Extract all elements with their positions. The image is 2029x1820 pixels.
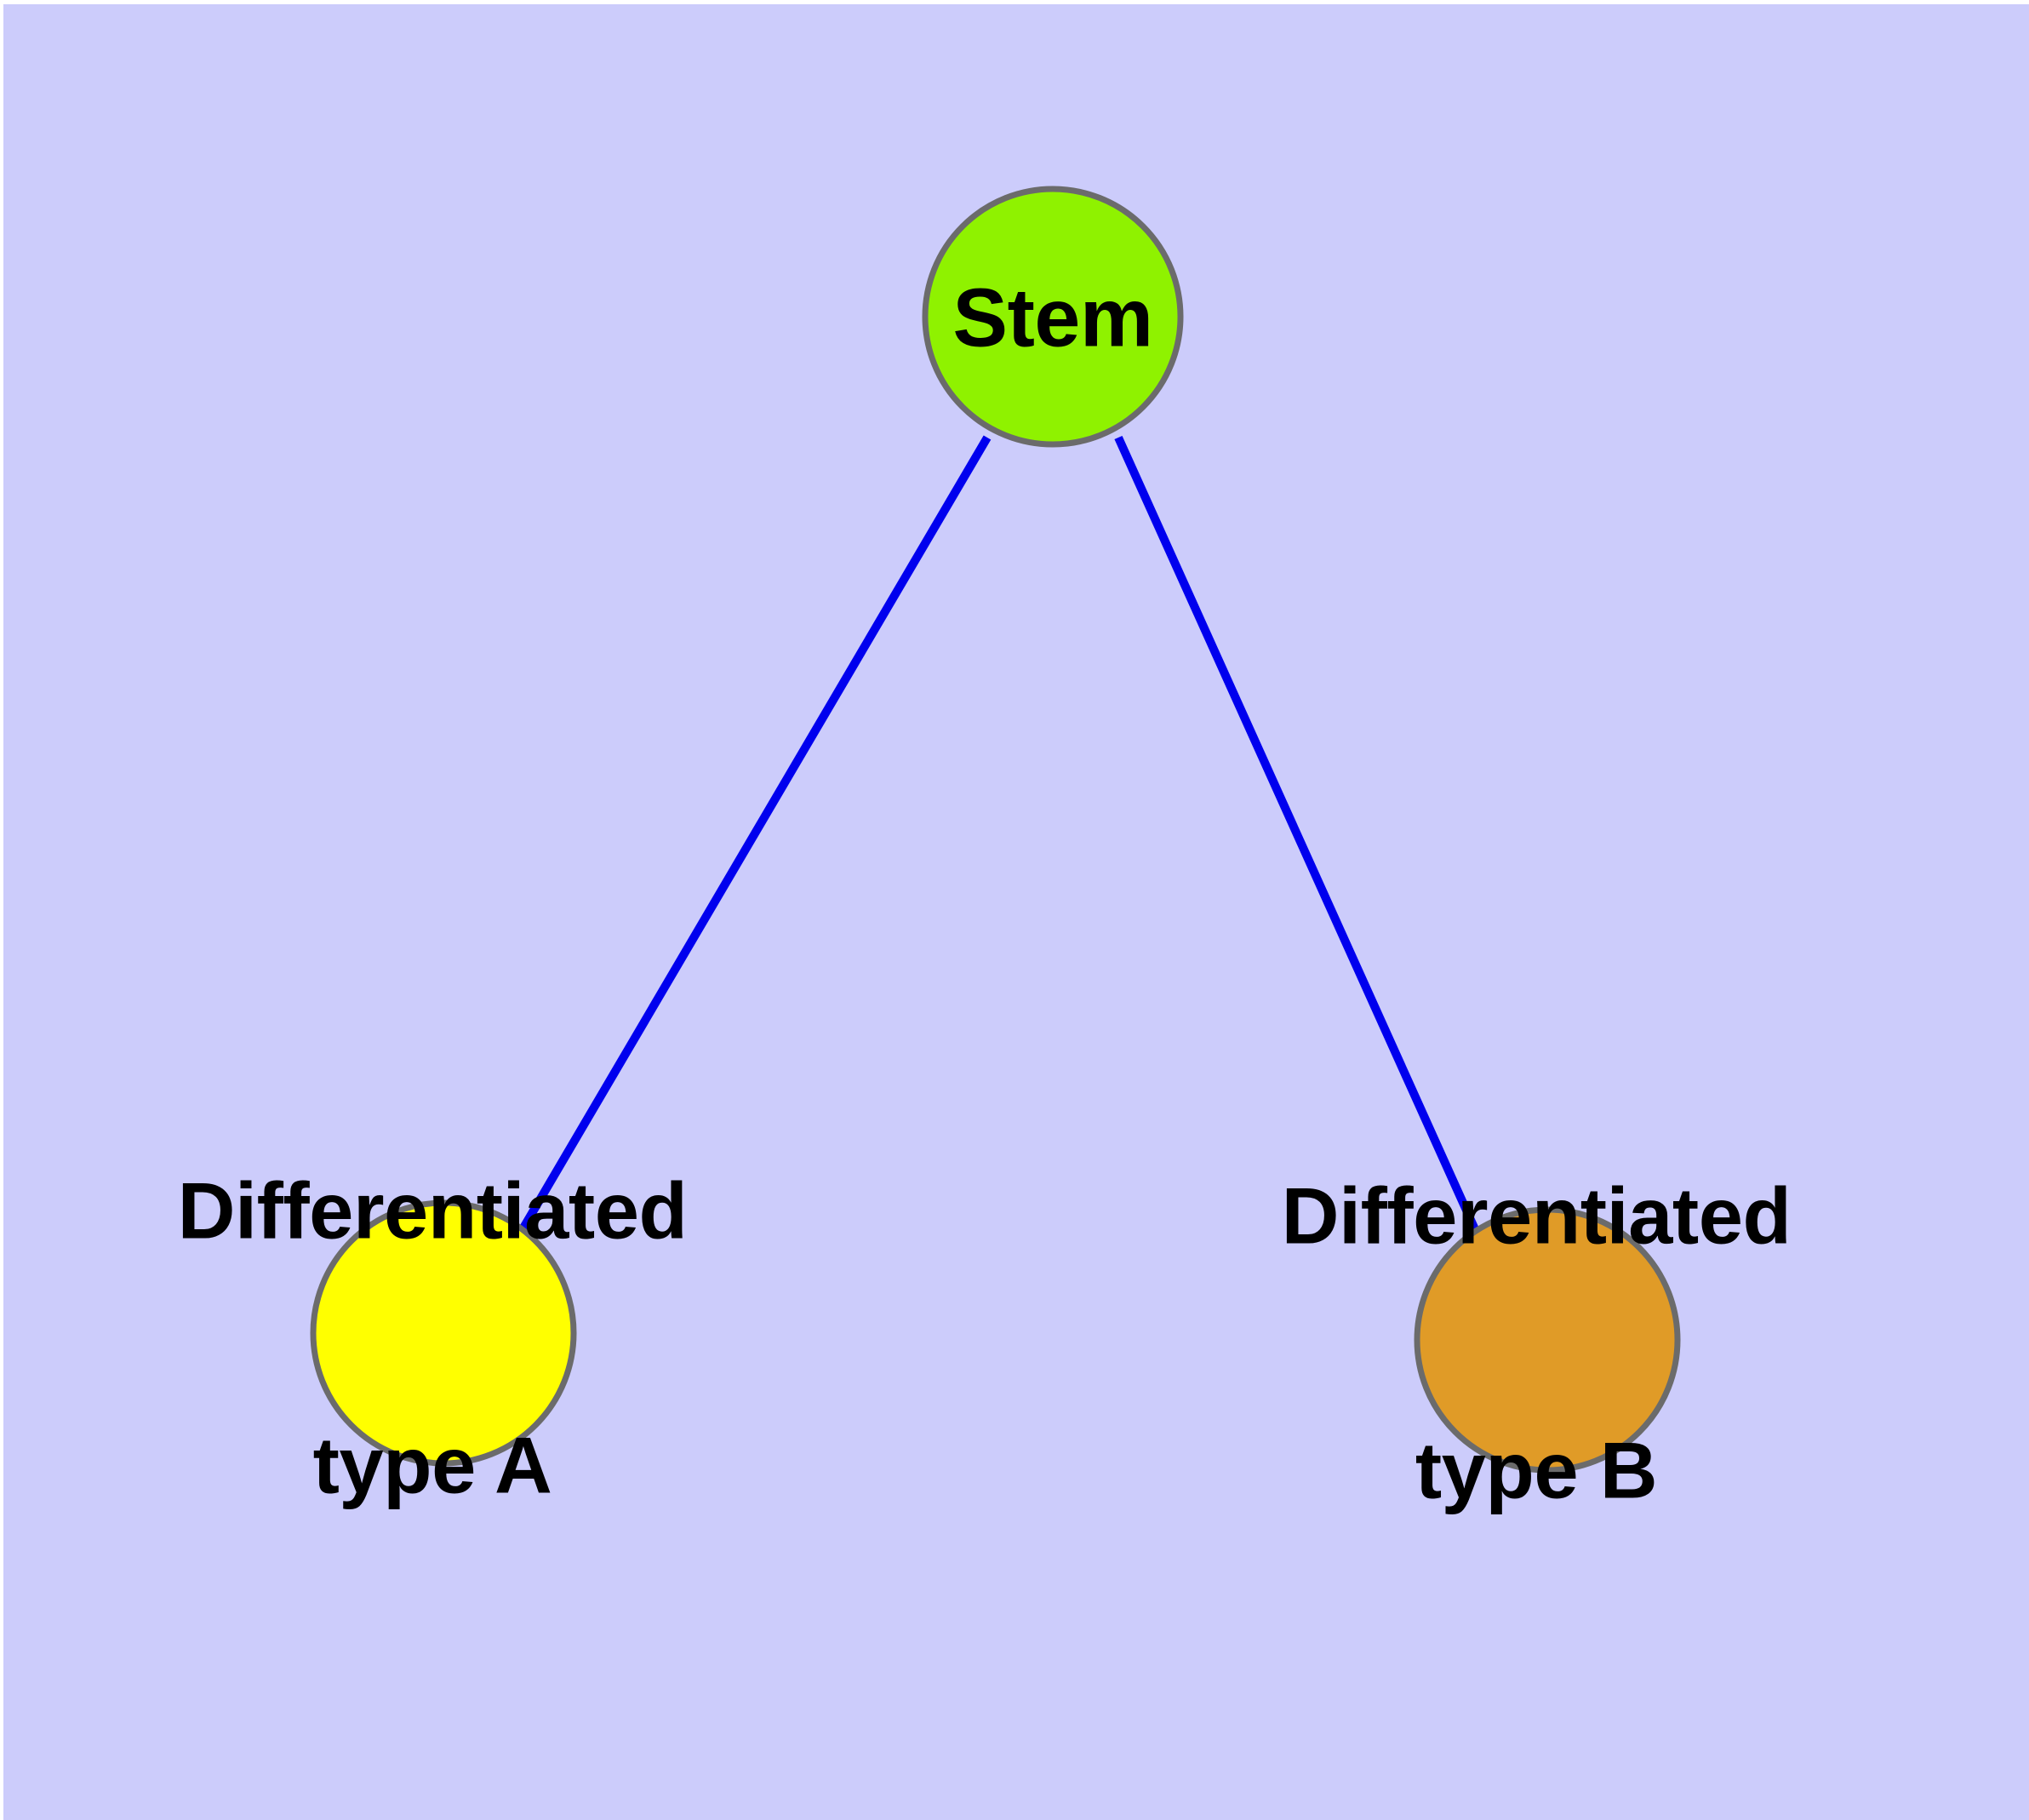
edge-layer [518,435,1479,1232]
node-layer [310,186,1681,1474]
edge-stem-to-diff-b[interactable] [1114,435,1479,1232]
node-stem[interactable] [922,186,1184,448]
node-diff-b[interactable] [1414,1206,1681,1474]
edge-stem-to-diff-a[interactable] [518,435,992,1232]
node-diff-a[interactable] [310,1199,577,1467]
